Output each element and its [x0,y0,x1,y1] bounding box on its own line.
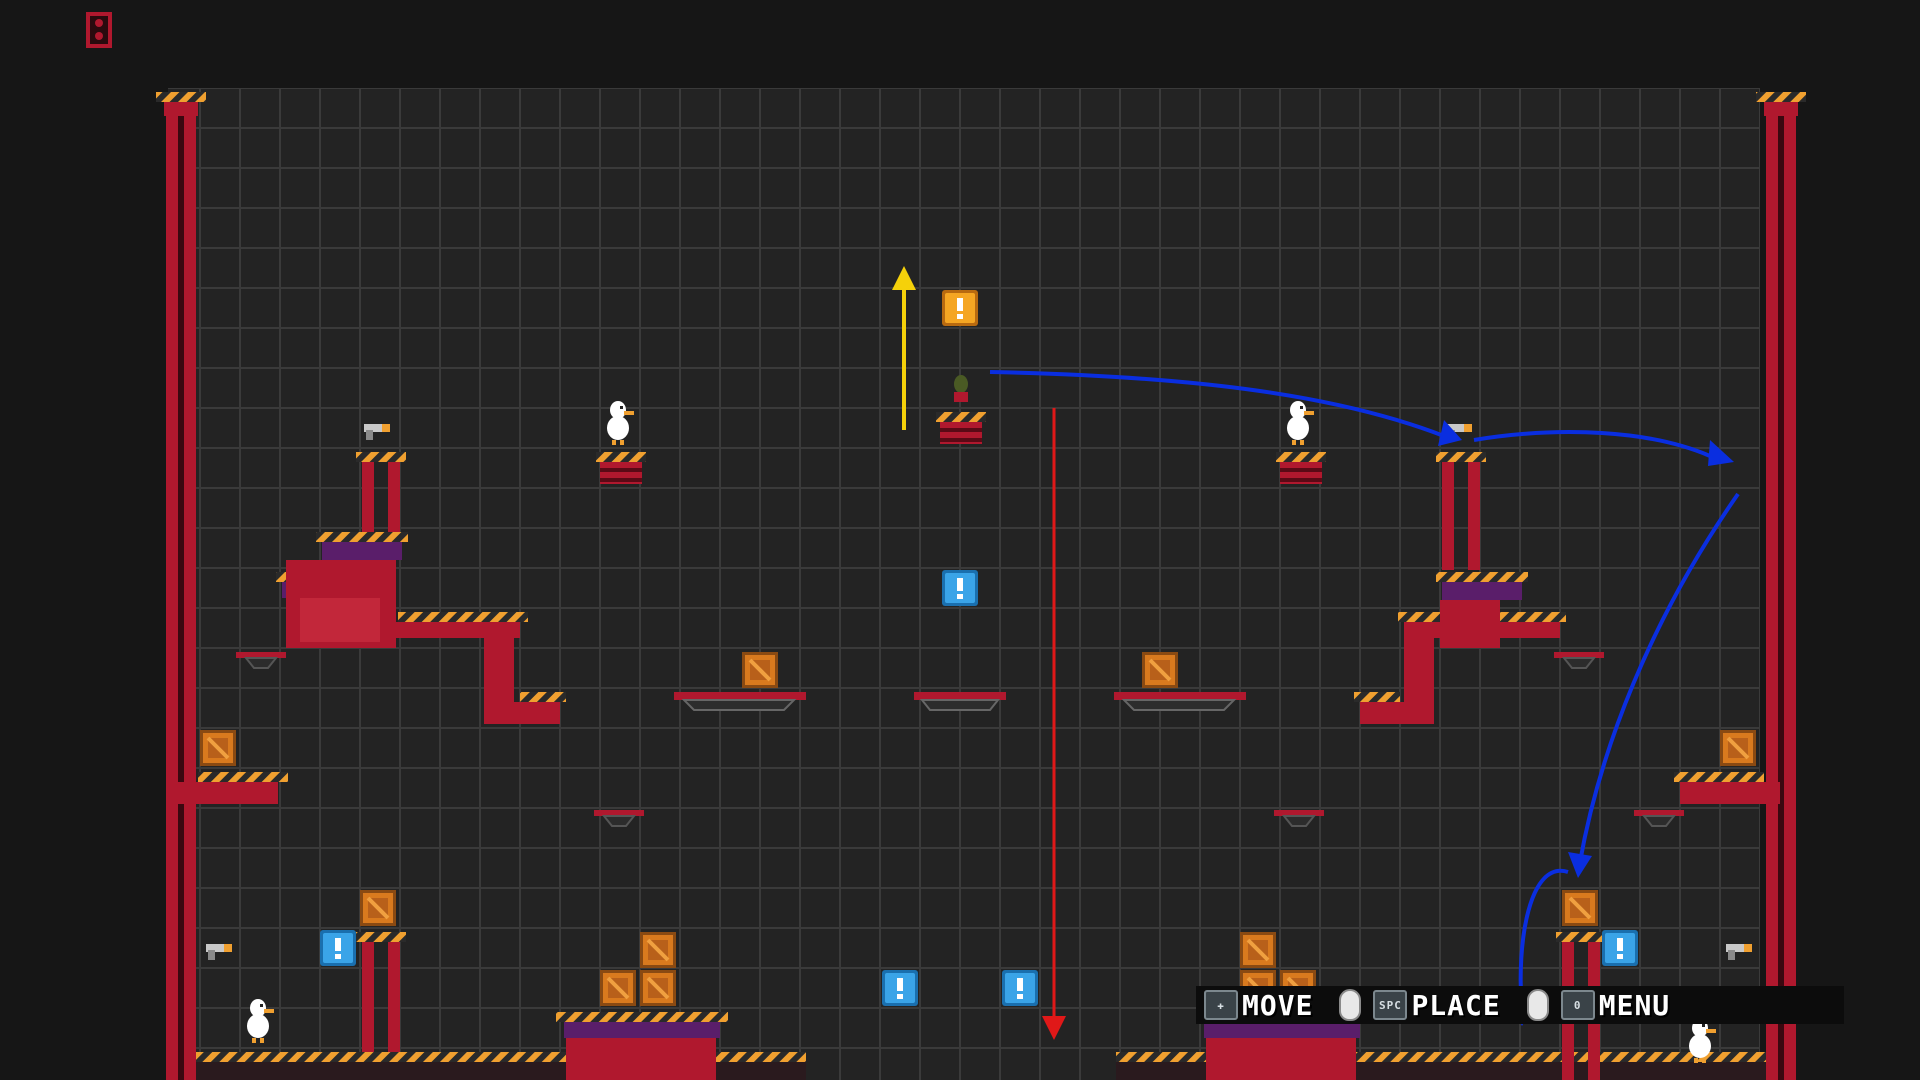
move-label: MOVE [1242,988,1314,1022]
right-ledge [1674,772,1780,804]
bottom-left-base [556,1012,728,1080]
mouse-right-icon [1526,989,1549,1021]
pedestal [936,412,986,444]
crate-icon [638,968,678,1008]
exclamation-icon [1602,930,1638,966]
bottom-left-pillar [356,932,406,1080]
crate-icon [198,728,238,768]
yellow-up-arrow [892,266,916,430]
place-label: PLACE [1411,988,1501,1022]
zero-key-icon: 0 [1560,990,1595,1020]
blue-arrowhead [1568,852,1592,878]
floating-platform [914,692,1006,711]
exclamation-icon [1002,970,1038,1006]
right-wall-pillar [1756,92,1806,1080]
crate-icon [1238,930,1278,970]
menu-control: 0 MENU [1519,989,1670,1022]
space-key-icon: SPC [1373,990,1408,1020]
crate-icon [598,968,638,1008]
exclamation-icon [942,570,978,606]
crate-icon [740,650,780,690]
place-control: SPC PLACE [1331,989,1500,1022]
crate-icon [1140,650,1180,690]
red-down-arrow [1042,408,1066,1040]
pedestal [1276,452,1326,484]
left-ledge [178,772,288,804]
right-tower [1354,452,1566,724]
dpad-icon: ✚ [1204,990,1238,1020]
crate-icon [358,888,398,928]
floating-platform [674,692,806,711]
floor-hazard [1116,1052,1766,1062]
exclamation-icon [320,930,356,966]
floor-hazard [196,1052,806,1062]
blue-arrowhead [1708,440,1734,466]
crate-icon [1560,888,1600,928]
controls-hud: ✚ MOVE SPC PLACE 0 MENU [1196,986,1844,1024]
crate-icon [1718,728,1758,768]
crate-icon [638,930,678,970]
blue-arrowhead [1438,420,1462,446]
mouse-left-icon [1339,989,1362,1021]
menu-label: MENU [1598,988,1671,1022]
map-exit-icon [86,12,112,48]
grenade-icon [954,375,968,402]
exclamation-icon [882,970,918,1006]
blue-path-arrow [989,370,1740,1013]
move-control: ✚ MOVE [1196,989,1313,1022]
left-wall-pillar [156,92,206,1080]
exclamation-icon [942,290,978,326]
left-tower [276,452,566,724]
pedestal [596,452,646,484]
floating-platform [1114,692,1246,711]
